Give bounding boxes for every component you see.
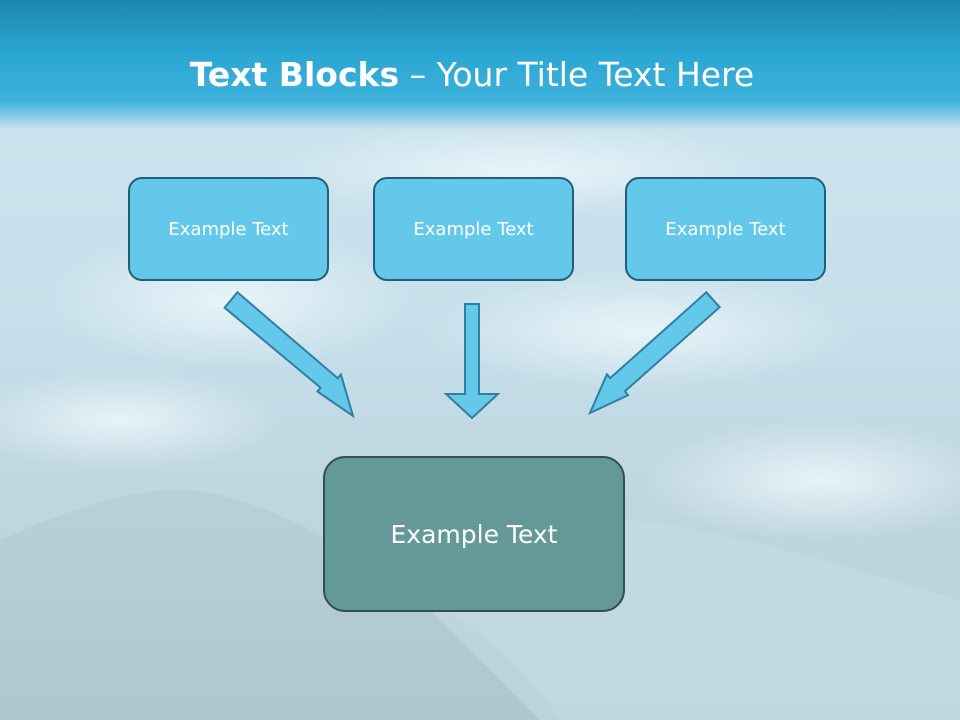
title-bold: Text Blocks	[189, 55, 400, 94]
text-block-top-right: Example Text	[625, 177, 826, 281]
title-rest: Your Title Text Here	[436, 55, 755, 94]
text-block-top-center: Example Text	[373, 177, 574, 281]
text-block-bottom-label: Example Text	[390, 519, 558, 549]
arrow-down-left-icon	[588, 290, 722, 416]
title-separator: –	[399, 55, 437, 94]
slide-title: Text Blocks – Your Title Text Here	[0, 54, 944, 96]
text-block-top-center-label: Example Text	[413, 218, 534, 240]
text-block-top-left: Example Text	[128, 177, 329, 281]
arrow-down-icon	[443, 303, 501, 420]
text-block-top-right-label: Example Text	[665, 218, 786, 240]
text-block-top-left-label: Example Text	[168, 218, 289, 240]
text-block-bottom: Example Text	[323, 456, 625, 612]
title-band	[0, 0, 960, 130]
arrow-down-right-icon	[223, 290, 355, 419]
